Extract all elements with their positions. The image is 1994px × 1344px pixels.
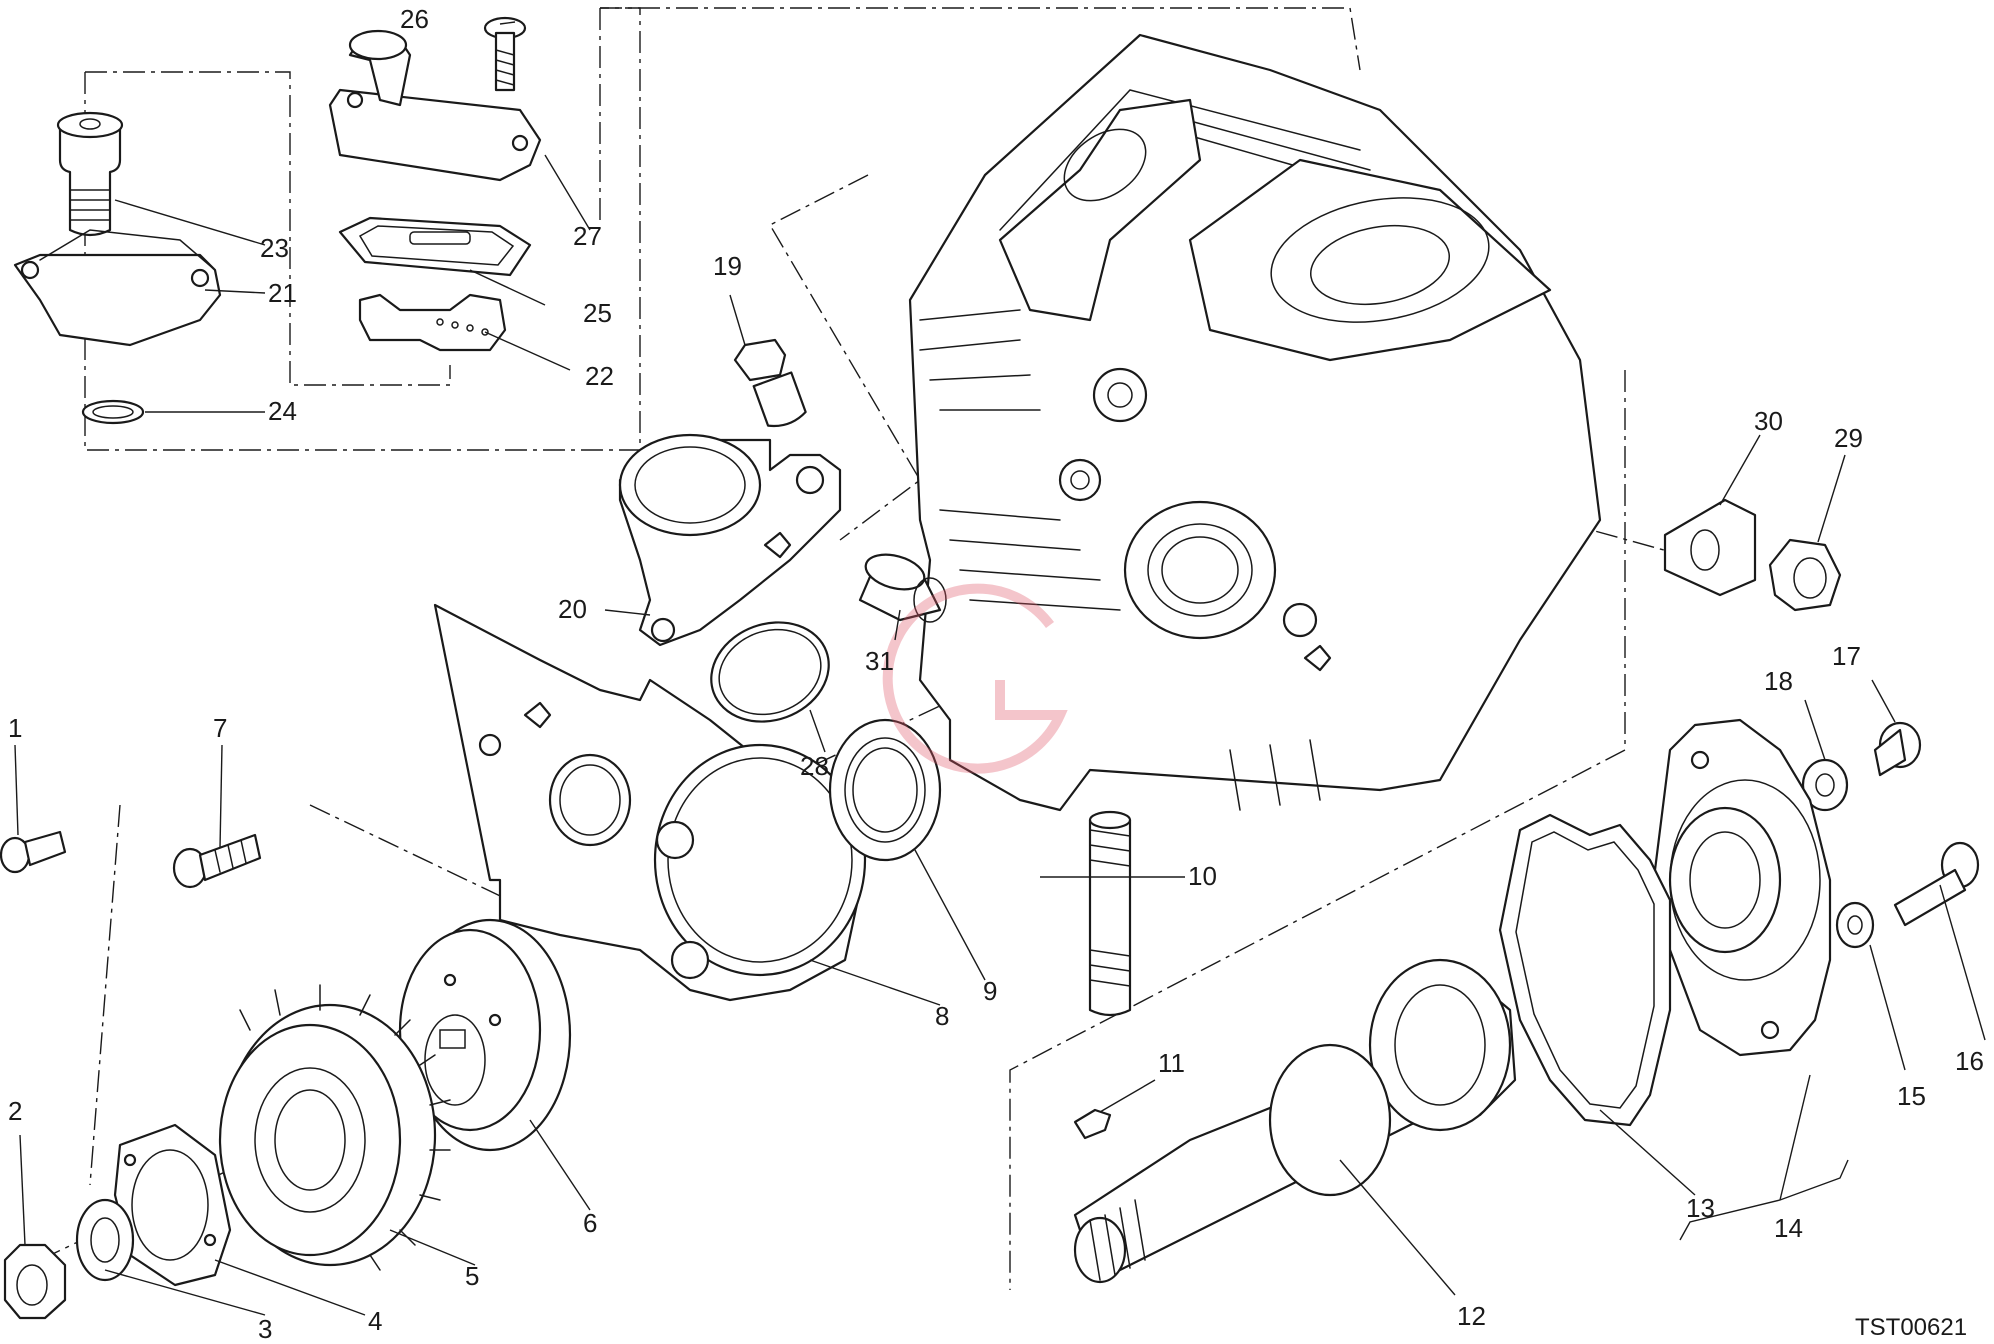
part-15-washer (1835, 901, 1875, 949)
part-11-key (1073, 1108, 1112, 1140)
part-10-stud (1088, 810, 1132, 1017)
part-4-washer-plate (113, 1123, 232, 1287)
part-30-washer (1663, 498, 1757, 597)
callout-20: 20 (558, 594, 587, 624)
callout-24: 24 (268, 396, 297, 426)
diagram-code: TST00621 (1855, 1314, 1967, 1341)
callout-28: 28 (800, 751, 829, 781)
callout-numbers: 1 2 3 4 5 6 7 8 9 10 11 12 13 14 15 16 1… (8, 4, 1984, 1344)
watermark-logo (882, 583, 1068, 774)
part-9-seal (828, 718, 942, 862)
callout-11: 11 (1158, 1048, 1185, 1078)
part-25-gasket (338, 216, 532, 277)
callout-19: 19 (713, 251, 742, 281)
callout-10: 10 (1188, 861, 1217, 891)
callout-23: 23 (260, 233, 289, 263)
part-8-belt-cover-plate (433, 603, 867, 1002)
callout-15: 15 (1897, 1081, 1926, 1111)
callout-13: 13 (1686, 1193, 1715, 1223)
part-27-elbow-cover (328, 29, 542, 182)
part-19-bolt (733, 338, 807, 428)
part-31-bushing (858, 553, 947, 623)
callout-22: 22 (585, 361, 614, 391)
part-24-o-ring (81, 399, 145, 425)
callout-25: 25 (583, 298, 612, 328)
part-2-nut (3, 1243, 67, 1320)
part-7-bolt (172, 833, 262, 889)
part-16-screw (1893, 841, 1980, 927)
leader-lines (14, 21, 1986, 1316)
callout-27: 27 (573, 221, 602, 251)
callout-29: 29 (1834, 423, 1863, 453)
cylinder-head (908, 33, 1602, 812)
callout-31: 31 (865, 646, 894, 676)
callout-3: 3 (258, 1314, 272, 1344)
callout-4: 4 (368, 1306, 382, 1336)
callout-30: 30 (1754, 406, 1783, 436)
part-13-gasket (1498, 813, 1672, 1127)
part-17-screw (1873, 721, 1922, 777)
callout-21: 21 (268, 278, 297, 308)
callout-9: 9 (983, 976, 997, 1006)
part-22-plate (358, 293, 507, 352)
part-26-screw (483, 16, 527, 92)
part-29-nut (1768, 538, 1842, 612)
part-6-pulley-flange (398, 918, 572, 1152)
callout-5: 5 (465, 1261, 479, 1291)
part-1-bolt (0, 830, 67, 874)
part-3-washer (75, 1198, 135, 1282)
callout-8: 8 (935, 1001, 949, 1031)
part-14-end-cover (1653, 718, 1832, 1057)
callout-6: 6 (583, 1208, 597, 1238)
callout-14: 14 (1774, 1213, 1803, 1243)
part-20-intake-manifold (618, 433, 842, 647)
callout-16: 16 (1955, 1046, 1984, 1076)
callout-7: 7 (213, 713, 227, 743)
callout-1: 1 (8, 713, 22, 743)
callout-26: 26 (400, 4, 429, 34)
part-23-sleeve (56, 111, 124, 237)
part-21-cover (13, 229, 222, 347)
part-28-o-ring (710, 621, 830, 723)
callout-18: 18 (1764, 666, 1793, 696)
callout-17: 17 (1832, 641, 1861, 671)
callout-12: 12 (1457, 1301, 1486, 1331)
callout-2: 2 (8, 1096, 22, 1126)
part-5-toothed-pulley (218, 984, 451, 1271)
part-12-camshaft (1073, 958, 1517, 1284)
